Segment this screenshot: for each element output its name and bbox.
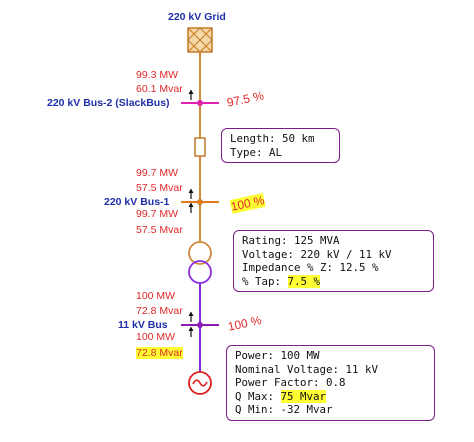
bus1-q-in: 57.5 Mvar bbox=[136, 182, 183, 194]
bus1-label: 220 kV Bus-1 bbox=[104, 196, 170, 208]
slack-bus[interactable] bbox=[181, 100, 219, 106]
transformer-icon[interactable] bbox=[188, 241, 212, 284]
flow-arrow-icon bbox=[188, 311, 194, 322]
generator-icon[interactable] bbox=[188, 371, 212, 395]
lv-p-in: 100 MW bbox=[136, 290, 176, 302]
transformer-info-box: Rating: 125 MVA Voltage: 220 kV / 11 kV … bbox=[233, 230, 434, 292]
line-info-box: Length: 50 km Type: AL bbox=[221, 128, 340, 163]
bus1-p-in: 99.7 MW bbox=[136, 167, 179, 179]
slack-p-flow: 99.3 MW bbox=[136, 69, 179, 81]
flow-arrow-icon bbox=[188, 202, 194, 213]
bus1-p-out: 99.7 MW bbox=[136, 208, 179, 220]
grid-label: 220 kV Grid bbox=[168, 11, 226, 23]
lv-bus[interactable] bbox=[181, 322, 219, 328]
generator-info-box: Power: 100 MW Nominal Voltage: 11 kV Pow… bbox=[226, 345, 435, 421]
bus1[interactable] bbox=[181, 199, 219, 205]
flow-arrow-icon bbox=[188, 89, 194, 100]
flow-arrow-icon bbox=[188, 188, 194, 199]
lv-q-in: 72.8 Mvar bbox=[136, 305, 183, 317]
lv-bus-label: 11 kV Bus bbox=[118, 319, 168, 331]
lv-q-out: 72.8 Mvar bbox=[136, 347, 183, 359]
slack-q-flow: 60.1 Mvar bbox=[136, 83, 183, 95]
bus1-q-out: 57.5 Mvar bbox=[136, 224, 183, 236]
grid-icon bbox=[187, 27, 213, 53]
lv-p-out: 100 MW bbox=[136, 331, 176, 343]
line-impedance-icon bbox=[194, 137, 206, 157]
slack-bus-label: 220 kV Bus-2 (SlackBus) bbox=[47, 97, 170, 109]
flow-arrow-icon bbox=[188, 326, 194, 337]
